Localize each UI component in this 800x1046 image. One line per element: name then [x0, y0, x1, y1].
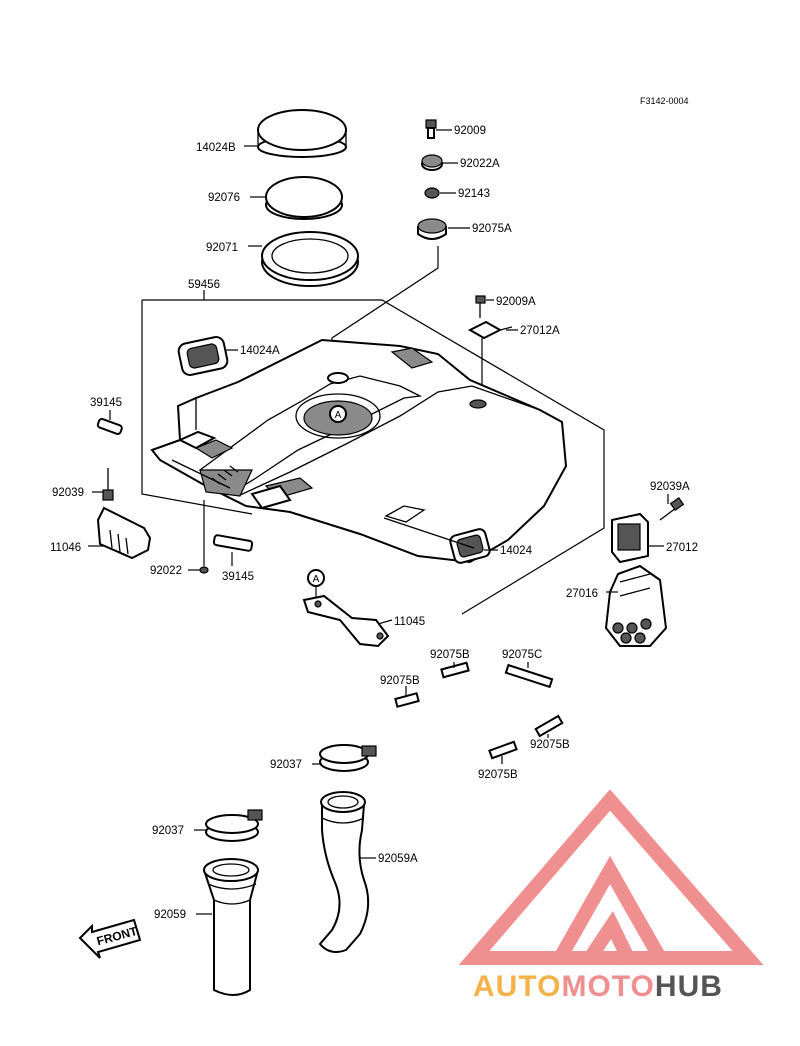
logo-text-hub: HUB: [655, 970, 723, 1003]
part-92037-clamp-lower: [205, 809, 263, 842]
part-92143-collar: [424, 187, 440, 199]
part-92075C-strip: [504, 663, 554, 689]
part-27012-reflector: [611, 512, 649, 564]
logo-text-moto: MOTO: [561, 970, 654, 1003]
label-92039A: 92039A: [650, 481, 690, 493]
label-11046: 11046: [50, 542, 81, 554]
part-92059A-hose: [318, 791, 370, 953]
part-92076-disc: [265, 176, 343, 220]
label-92037-lower: 92037: [152, 825, 184, 837]
part-92075B-strip-4: [488, 740, 518, 760]
watermark-logo: AUTOMOTOHUB: [458, 789, 764, 1003]
label-92143: 92143: [458, 188, 490, 200]
label-92037-upper: 92037: [270, 759, 302, 771]
label-92075C: 92075C: [502, 649, 542, 661]
part-92071-ring: [261, 231, 359, 287]
part-92009A-bolt: [475, 295, 486, 318]
label-39145-left: 39145: [90, 397, 122, 409]
label-92075B-4: 92075B: [478, 769, 518, 781]
diagram-code: F3142-0004: [640, 96, 689, 106]
part-11046-bracket: [96, 506, 152, 560]
label-27012A: 27012A: [520, 325, 560, 337]
label-14024B: 14024B: [196, 142, 236, 154]
label-14024: 14024: [500, 545, 533, 557]
part-92022A-washer: [421, 154, 443, 171]
svg-text:A: A: [335, 410, 342, 421]
label-92071: 92071: [206, 242, 238, 254]
part-14024B-cap: [257, 109, 347, 158]
label-92059: 92059: [154, 909, 186, 921]
part-92022-washer: [199, 500, 209, 574]
label-27016: 27016: [566, 588, 598, 600]
part-27016-bracket: [604, 564, 668, 647]
part-92059-hose: [203, 858, 259, 996]
label-11045: 11045: [394, 616, 425, 628]
label-92039: 92039: [52, 487, 84, 499]
front-arrow-icon: FRONT: [78, 918, 142, 959]
label-92075A: 92075A: [472, 223, 512, 235]
label-14024A: 14024A: [240, 345, 280, 357]
part-92075B-strip-2: [394, 692, 420, 708]
callout-a-circle-seat: A: [329, 405, 347, 423]
part-11045-plate: [302, 594, 390, 648]
label-92076: 92076: [208, 192, 240, 204]
label-39145-bottom: 39145: [222, 571, 254, 583]
label-92059A: 92059A: [378, 853, 418, 865]
logo-triangle-icon: [458, 789, 764, 965]
label-92022A: 92022A: [460, 158, 500, 170]
label-92075B-3: 92075B: [530, 739, 570, 751]
label-92009: 92009: [454, 125, 486, 137]
part-39145-pin-bottom: [212, 534, 254, 552]
callout-a-circle-plate: A: [307, 569, 325, 587]
label-92075B-2: 92075B: [380, 675, 420, 687]
label-27012: 27012: [666, 542, 698, 554]
part-39145-pin-left: [96, 417, 123, 435]
label-92022: 92022: [150, 565, 182, 577]
part-92039-screw: [102, 468, 114, 501]
part-92039A-screw: [659, 497, 685, 521]
part-14024A-grommet: [177, 336, 229, 376]
part-59456-seat-body: [150, 338, 568, 564]
part-92075B-strip-3: [534, 714, 564, 738]
part-14024-grommet: [449, 528, 491, 564]
part-27012A-bracket: [467, 320, 513, 340]
svg-text:AUTOMOTOHUB: AUTOMOTOHUB: [473, 970, 723, 1003]
part-92009-bolt: [425, 119, 437, 139]
label-92009A: 92009A: [496, 296, 536, 308]
part-92075B-strip-1: [440, 661, 470, 679]
part-92075A-grommet: [417, 218, 447, 240]
logo-text-auto: AUTO: [473, 970, 561, 1003]
part-labels: 14024B 92076 92071 59456 14024A 39145 92…: [50, 125, 698, 921]
assembly-frame: [141, 299, 605, 615]
label-92075B-1: 92075B: [430, 649, 470, 661]
label-59456: 59456: [188, 279, 220, 291]
part-92037-clamp-upper: [319, 744, 377, 772]
svg-text:A: A: [313, 574, 320, 585]
leader-lines: [88, 129, 669, 915]
